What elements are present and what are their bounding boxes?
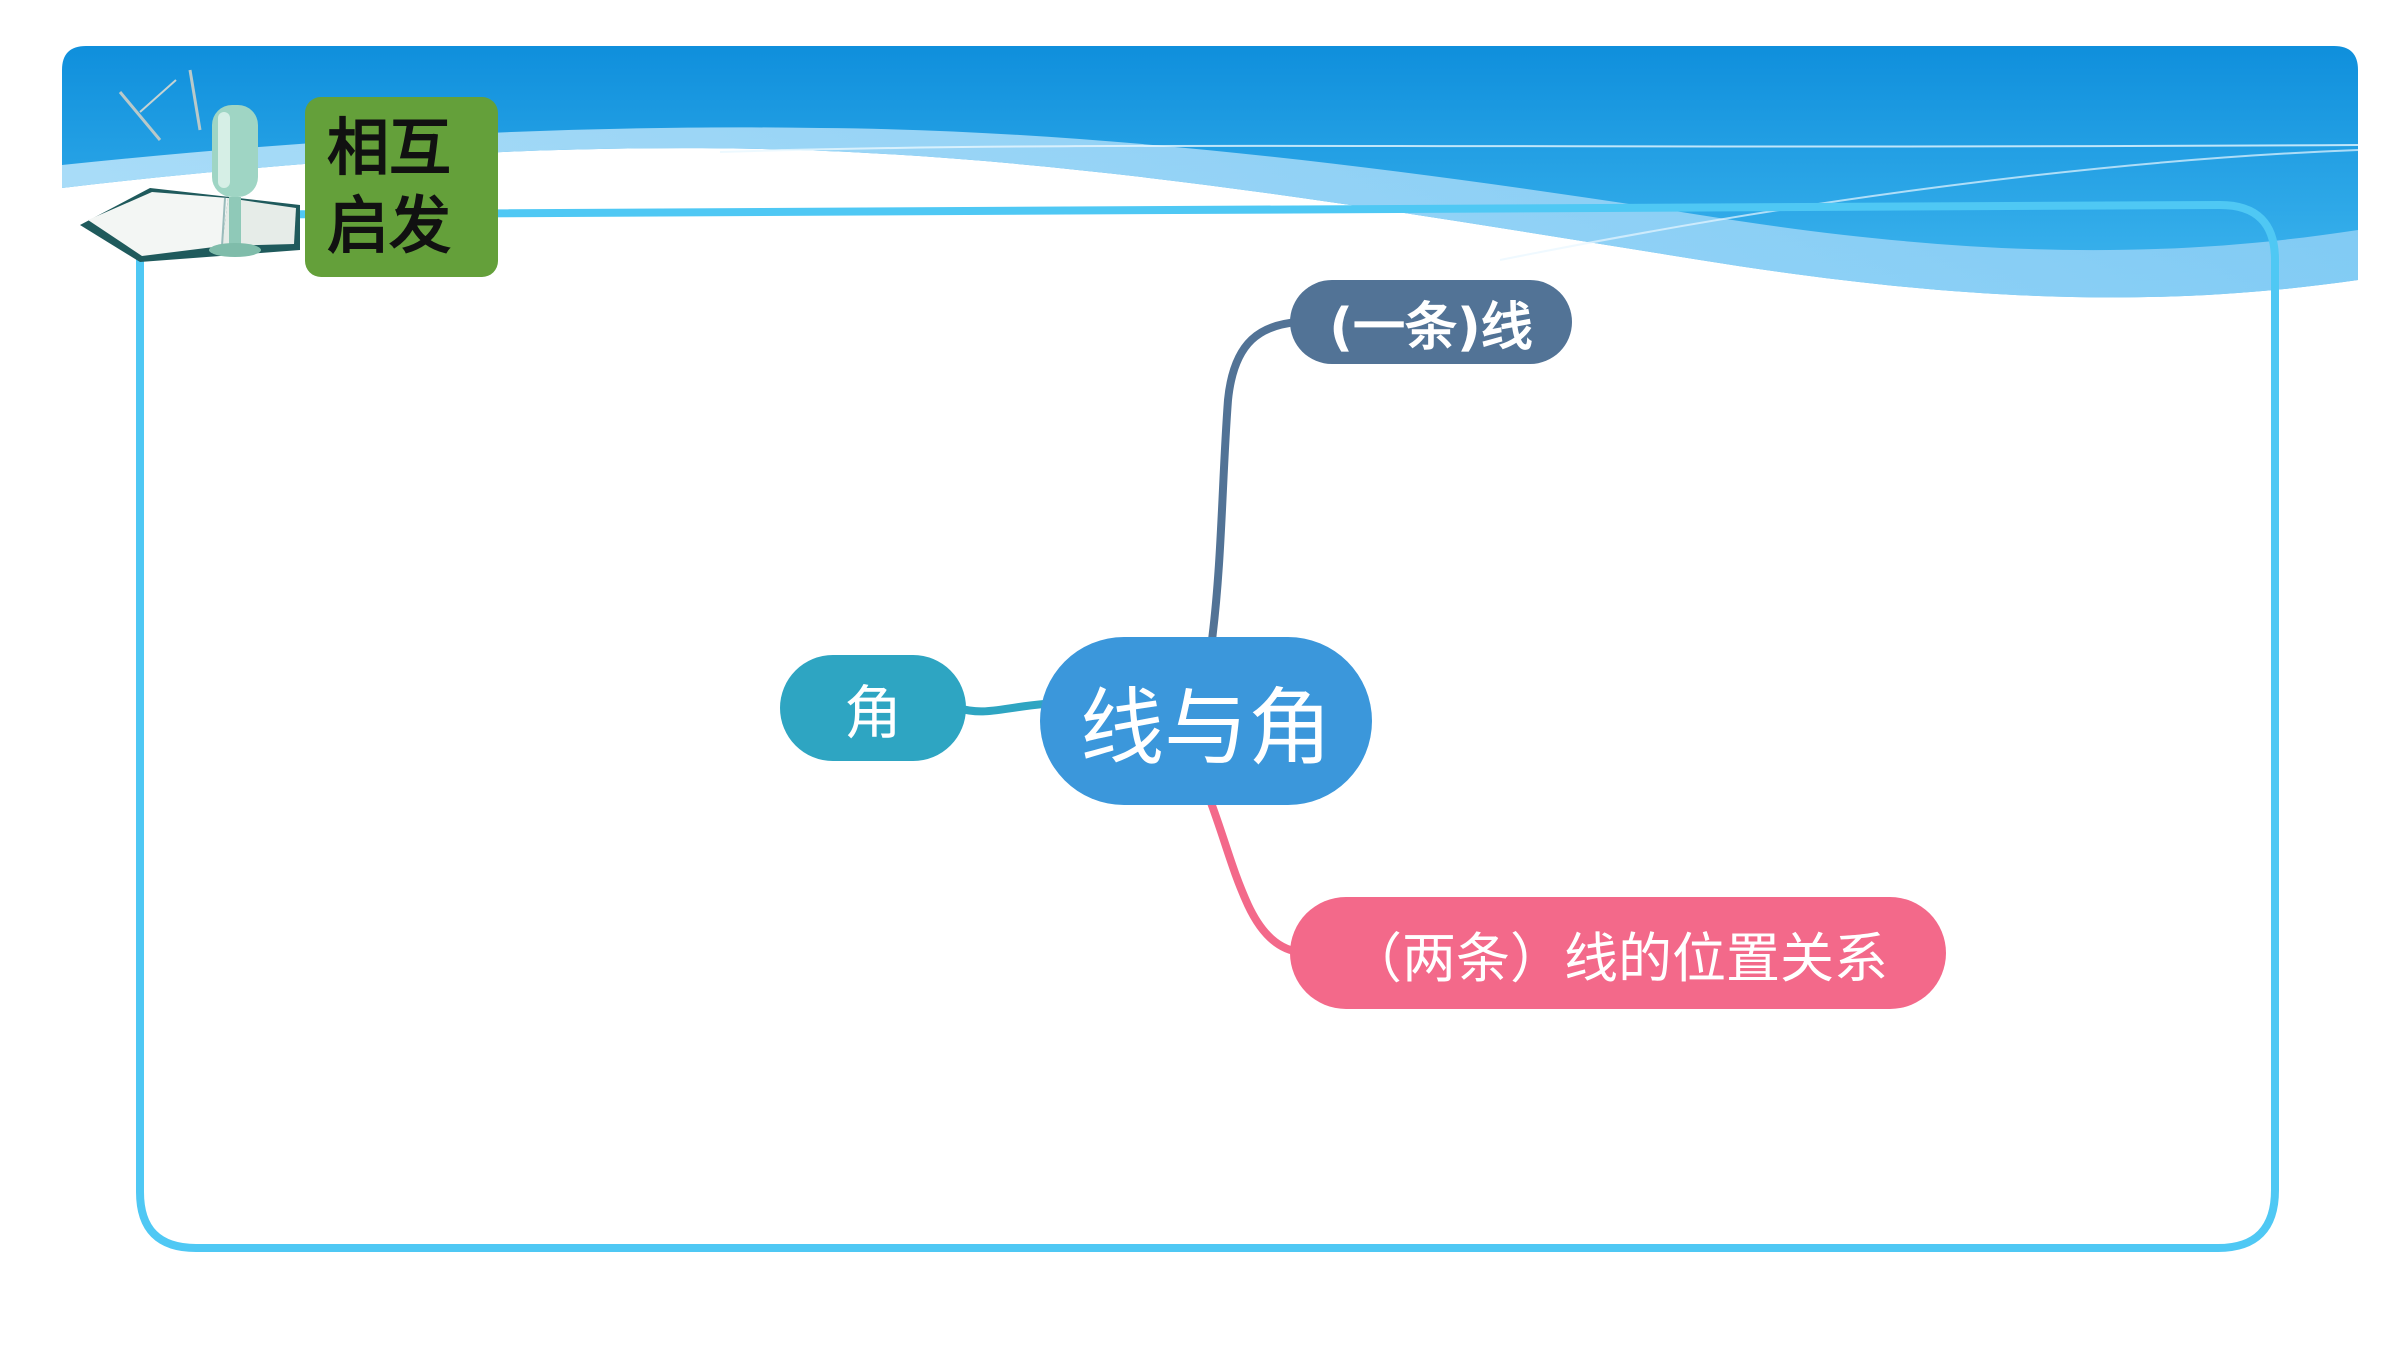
mindmap-node-line-relations[interactable]: （两条）线的位置关系 [1290, 897, 1946, 1009]
content-frame [136, 200, 2279, 1252]
header-wave-line [719, 144, 2359, 153]
book-microphone-icon [80, 69, 300, 262]
header-wave-light [62, 127, 2358, 298]
connector-left [954, 700, 1048, 716]
mindmap-node-angle[interactable]: 角 [780, 655, 966, 761]
section-badge: 相互 启发 [305, 97, 498, 277]
mindmap-node-line[interactable]: (一条)线 [1290, 280, 1572, 364]
header-wave-line-2 [1499, 149, 2359, 261]
connector-bottom [1206, 796, 1304, 956]
badge-line-1: 相互 [327, 111, 452, 184]
connector-top [1208, 318, 1302, 644]
badge-line-2: 启发 [327, 189, 452, 262]
mindmap-node-center[interactable]: 线与角 [1040, 637, 1372, 805]
